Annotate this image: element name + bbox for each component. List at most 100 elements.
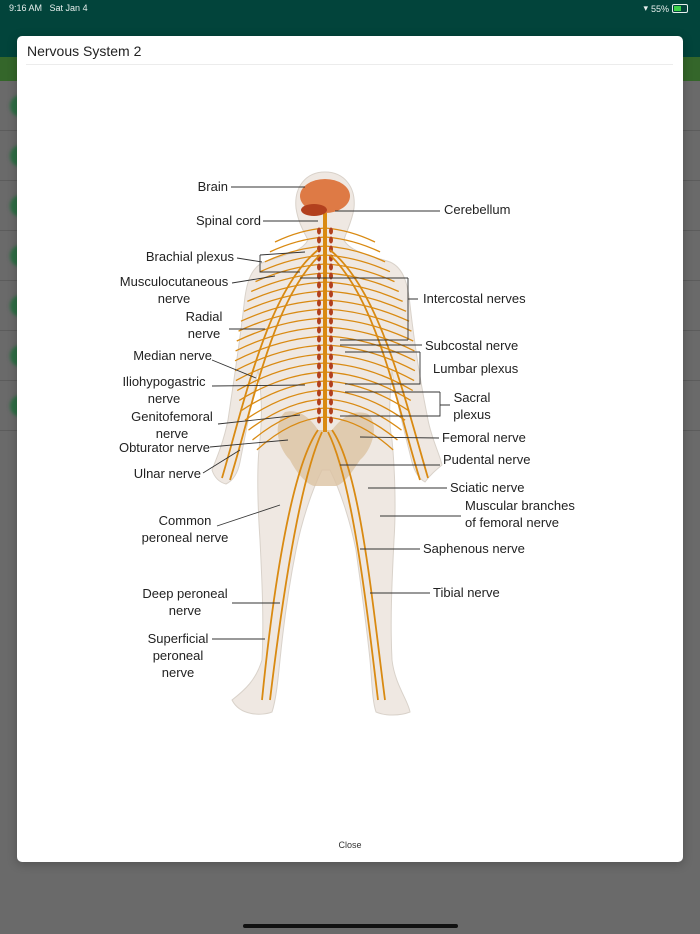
ganglion: [329, 290, 333, 298]
limb-nerve: [221, 249, 319, 479]
ganglion: [317, 380, 321, 388]
leader-line: [216, 504, 281, 527]
limb-nerve: [329, 254, 421, 481]
leader-lines: [202, 186, 461, 640]
ganglion: [317, 227, 321, 235]
diagram-label: nerve: [156, 426, 189, 441]
leader-line: [300, 277, 418, 341]
limb-nerve: [331, 429, 386, 701]
diagram-label: Brain: [198, 179, 228, 194]
diagram-label: Intercostal nerves: [423, 291, 526, 306]
cerebellum-shape: [301, 204, 327, 216]
nerve-branch: [324, 398, 402, 431]
diagram-label: Subcostal nerve: [425, 338, 518, 353]
diagram-label: Saphenous nerve: [423, 541, 525, 556]
status-time: 9:16 AM Sat Jan 4: [9, 3, 88, 13]
ganglion: [317, 236, 321, 244]
nerve-branch: [240, 299, 326, 322]
ganglion: [317, 389, 321, 397]
ganglion: [329, 227, 333, 235]
home-indicator: [243, 924, 458, 928]
nerve-branch: [324, 335, 416, 362]
ganglion: [329, 389, 333, 397]
diagram-label: Sacral: [454, 390, 491, 405]
ganglion: [329, 407, 333, 415]
nerve-branch: [236, 317, 326, 342]
diagram-label: Genitofemoral: [131, 409, 213, 424]
leader-line: [236, 251, 306, 273]
diagram-label: Iliohypogastric: [122, 374, 206, 389]
diagram-label: Common: [159, 513, 212, 528]
diagram-label: Radial: [186, 309, 223, 324]
ganglion: [329, 308, 333, 316]
diagram-label: plexus: [453, 407, 491, 422]
limb-nerve: [229, 254, 321, 481]
ganglion: [317, 317, 321, 325]
nerve-branch: [248, 398, 326, 431]
limb-nerve: [269, 431, 323, 701]
ganglion: [329, 344, 333, 352]
ganglion: [329, 380, 333, 388]
nerve-branch: [324, 227, 376, 243]
diagram-label: nerve: [162, 665, 195, 680]
ganglion: [317, 290, 321, 298]
ganglion: [329, 335, 333, 343]
divider: [26, 64, 673, 65]
ganglion: [329, 317, 333, 325]
nerve-branch: [234, 344, 326, 372]
limb-nerve: [329, 249, 429, 479]
ganglion: [317, 407, 321, 415]
ganglion: [329, 398, 333, 406]
diagram-label: nerve: [148, 391, 181, 406]
nerve-branch: [244, 389, 326, 421]
ganglion: [329, 326, 333, 334]
ganglion: [329, 362, 333, 370]
diagram-label: Obturator nerve: [119, 440, 210, 455]
ganglion: [329, 236, 333, 244]
battery-charging-icon: [672, 4, 688, 13]
diagram-label: Ulnar nerve: [134, 466, 201, 481]
nerve-branch: [324, 317, 414, 342]
nerve-branch: [241, 380, 326, 411]
leader-line: [209, 439, 289, 448]
ganglion: [317, 335, 321, 343]
diagram-label: peroneal: [153, 648, 204, 663]
diagram-label: Cerebellum: [444, 202, 510, 217]
diagram-label: of femoral nerve: [465, 515, 559, 530]
diagram-label: Pudental nerve: [443, 452, 530, 467]
diagram-label: peroneal nerve: [142, 530, 229, 545]
diagram-label: nerve: [158, 291, 191, 306]
ganglion: [329, 353, 333, 361]
nerve-branch: [235, 353, 326, 382]
ganglion: [317, 362, 321, 370]
nerve-branch: [234, 335, 326, 362]
leader-line: [345, 351, 421, 385]
limb-nerve: [261, 429, 319, 701]
ganglion: [317, 326, 321, 334]
diagram-label: Musculocutaneous: [120, 274, 229, 289]
ganglion: [329, 299, 333, 307]
ganglion: [317, 263, 321, 271]
leader-line: [359, 436, 440, 439]
ganglion: [317, 371, 321, 379]
ganglion: [317, 344, 321, 352]
ganglion: [317, 299, 321, 307]
nerve-branch: [324, 362, 414, 392]
limb-nerve: [327, 431, 379, 701]
leader-line: [340, 391, 450, 417]
leader-line: [202, 449, 241, 474]
modal-title: Nervous System 2: [27, 43, 142, 59]
nerve-branch: [235, 326, 326, 352]
nerve-branch: [269, 236, 326, 253]
ganglion: [329, 416, 333, 424]
leader-line: [211, 384, 306, 387]
ganglion: [317, 353, 321, 361]
ganglion: [329, 281, 333, 289]
nerve-branch: [243, 290, 326, 312]
nerve-branch: [324, 389, 406, 421]
nerve-branch: [324, 353, 415, 382]
nerve-branch: [324, 299, 410, 322]
diagram-label: Deep peroneal: [142, 586, 227, 601]
close-button[interactable]: Close: [338, 840, 362, 850]
